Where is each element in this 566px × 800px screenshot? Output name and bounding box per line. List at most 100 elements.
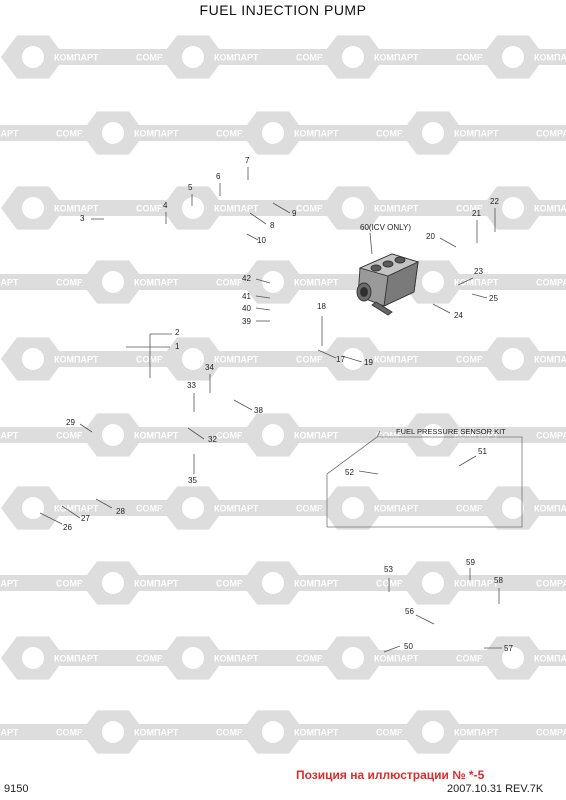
part-label-22: 22 <box>490 197 499 206</box>
part-label-60: 60(ICV ONLY) <box>360 223 411 232</box>
svg-text:COMPART: COMPART <box>56 278 101 288</box>
svg-text:КОМПАРТ: КОМПАРТ <box>214 204 259 214</box>
svg-text:COMPART: COMPART <box>296 504 341 514</box>
svg-text:COMPART: COMPART <box>136 355 181 365</box>
part-label-50: 50 <box>404 642 413 651</box>
svg-text:КОМПАРТ: КОМПАРТ <box>454 579 499 589</box>
svg-text:COMPART: COMPART <box>136 204 181 214</box>
part-label-40: 40 <box>242 304 251 313</box>
svg-text:КОМПАРТ: КОМПАРТ <box>134 728 179 738</box>
svg-text:КОМПАРТ: КОМПАРТ <box>134 129 179 139</box>
watermark-tile: КОМПАРТ COMPART <box>81 111 280 155</box>
part-label-9: 9 <box>292 209 297 218</box>
watermark-tile: КОМПАРТ COMPART <box>401 561 566 605</box>
part-label-27: 27 <box>81 514 90 523</box>
svg-text:КОМПАРТ: КОМПАРТ <box>214 355 259 365</box>
part-label-23: 23 <box>474 267 483 276</box>
svg-text:КОМПАРТ: КОМПАРТ <box>54 654 99 664</box>
svg-text:КОМПАРТ: КОМПАРТ <box>374 204 419 214</box>
svg-text:КОМПАРТ: КОМПАРТ <box>214 504 259 514</box>
part-label-39: 39 <box>242 317 251 326</box>
svg-text:КОМПАРТ: КОМПАРТ <box>294 431 339 441</box>
page-title: FUEL INJECTION PUMP <box>199 2 367 18</box>
watermark-tile: КОМПАРТ COMPART <box>1 337 200 381</box>
svg-text:COMPART: COMPART <box>56 579 101 589</box>
part-label-38: 38 <box>254 406 263 415</box>
svg-text:КОМПАРТ: КОМПАРТ <box>54 355 99 365</box>
svg-text:COMPART: COMPART <box>296 53 341 63</box>
page-number: 9150 <box>4 783 29 795</box>
svg-text:COMPART: COMPART <box>56 129 101 139</box>
svg-text:КОМПАРТ: КОМПАРТ <box>374 53 419 63</box>
svg-text:КОМПАРТ: КОМПАРТ <box>534 504 566 514</box>
svg-text:COMPART: COMPART <box>376 579 421 589</box>
svg-text:КОМПАРТ: КОМПАРТ <box>454 278 499 288</box>
pump-illustration <box>356 253 420 316</box>
svg-text:КОМПАРТ: КОМПАРТ <box>54 53 99 63</box>
svg-text:COMPART: COMPART <box>376 129 421 139</box>
watermark-tile: КОМПАРТ COMPART <box>81 561 280 605</box>
part-label-56: 56 <box>405 607 414 616</box>
part-label-18: 18 <box>317 302 326 311</box>
watermark-tile: КОМПАРТ COMPART <box>321 186 520 230</box>
part-label-1: 1 <box>175 342 180 351</box>
svg-text:КОМПАРТ: КОМПАРТ <box>534 654 566 664</box>
watermark-tile: КОМПАРТ COMPART <box>241 710 440 754</box>
svg-text:COMPART: COMPART <box>456 204 501 214</box>
part-label-52: 52 <box>345 468 354 477</box>
svg-text:КОМПАРТ: КОМПАРТ <box>214 53 259 63</box>
svg-text:КОМПАРТ: КОМПАРТ <box>454 431 499 441</box>
part-label-17: 17 <box>336 355 345 364</box>
svg-text:КОМПАРТ: КОМПАРТ <box>134 579 179 589</box>
date-revision: 2007.10.31 REV.7K <box>447 783 544 795</box>
illustration-note: Позиция на иллюстрации № *-5 <box>296 768 485 782</box>
part-label-58: 58 <box>494 576 503 585</box>
svg-text:КОМПАРТ: КОМПАРТ <box>454 129 499 139</box>
svg-text:COMPART: COMPART <box>216 579 261 589</box>
svg-text:COMPART: COMPART <box>456 504 501 514</box>
watermark-tile: КОМПАРТ COMPART <box>401 710 566 754</box>
svg-text:КОМПАРТ: КОМПАРТ <box>0 129 19 139</box>
part-label-41: 41 <box>242 292 251 301</box>
svg-text:КОМПАРТ: КОМПАРТ <box>454 728 499 738</box>
svg-text:КОМПАРТ: КОМПАРТ <box>294 728 339 738</box>
svg-text:КОМПАРТ: КОМПАРТ <box>294 129 339 139</box>
svg-text:COMPART: COMPART <box>376 728 421 738</box>
watermark-tile: КОМПАРТ COMPART <box>1 186 200 230</box>
svg-text:КОМПАРТ: КОМПАРТ <box>294 579 339 589</box>
watermark-tile: КОМПАРТ COMPART <box>81 413 280 457</box>
watermark-tile: КОМПАРТ COMPART <box>241 561 440 605</box>
part-label-8: 8 <box>270 221 275 230</box>
svg-text:COMPART: COMPART <box>536 728 566 738</box>
part-label-5: 5 <box>188 183 193 192</box>
part-label-42: 42 <box>242 274 251 283</box>
svg-text:КОМПАРТ: КОМПАРТ <box>374 654 419 664</box>
svg-text:COMPART: COMPART <box>536 579 566 589</box>
svg-text:COMPART: COMPART <box>136 654 181 664</box>
part-label-35: 35 <box>188 476 197 485</box>
svg-text:COMPART: COMPART <box>216 129 261 139</box>
watermark-tile: КОМПАРТ COMPART <box>161 35 360 79</box>
svg-text:COMPART: COMPART <box>216 431 261 441</box>
watermark-tile: КОМПАРТ COMPART <box>1 636 200 680</box>
svg-text:КОМПАРТ: КОМПАРТ <box>54 204 99 214</box>
svg-text:COMPART: COMPART <box>216 278 261 288</box>
svg-text:COMPART: COMPART <box>136 504 181 514</box>
svg-text:КОМПАРТ: КОМПАРТ <box>134 431 179 441</box>
svg-text:COMPART: COMPART <box>296 355 341 365</box>
svg-text:COMPART: COMPART <box>56 728 101 738</box>
part-label-53: 53 <box>384 565 393 574</box>
svg-text:КОМПАРТ: КОМПАРТ <box>534 204 566 214</box>
watermark-tile: КОМПАРТ COMPART <box>241 111 440 155</box>
